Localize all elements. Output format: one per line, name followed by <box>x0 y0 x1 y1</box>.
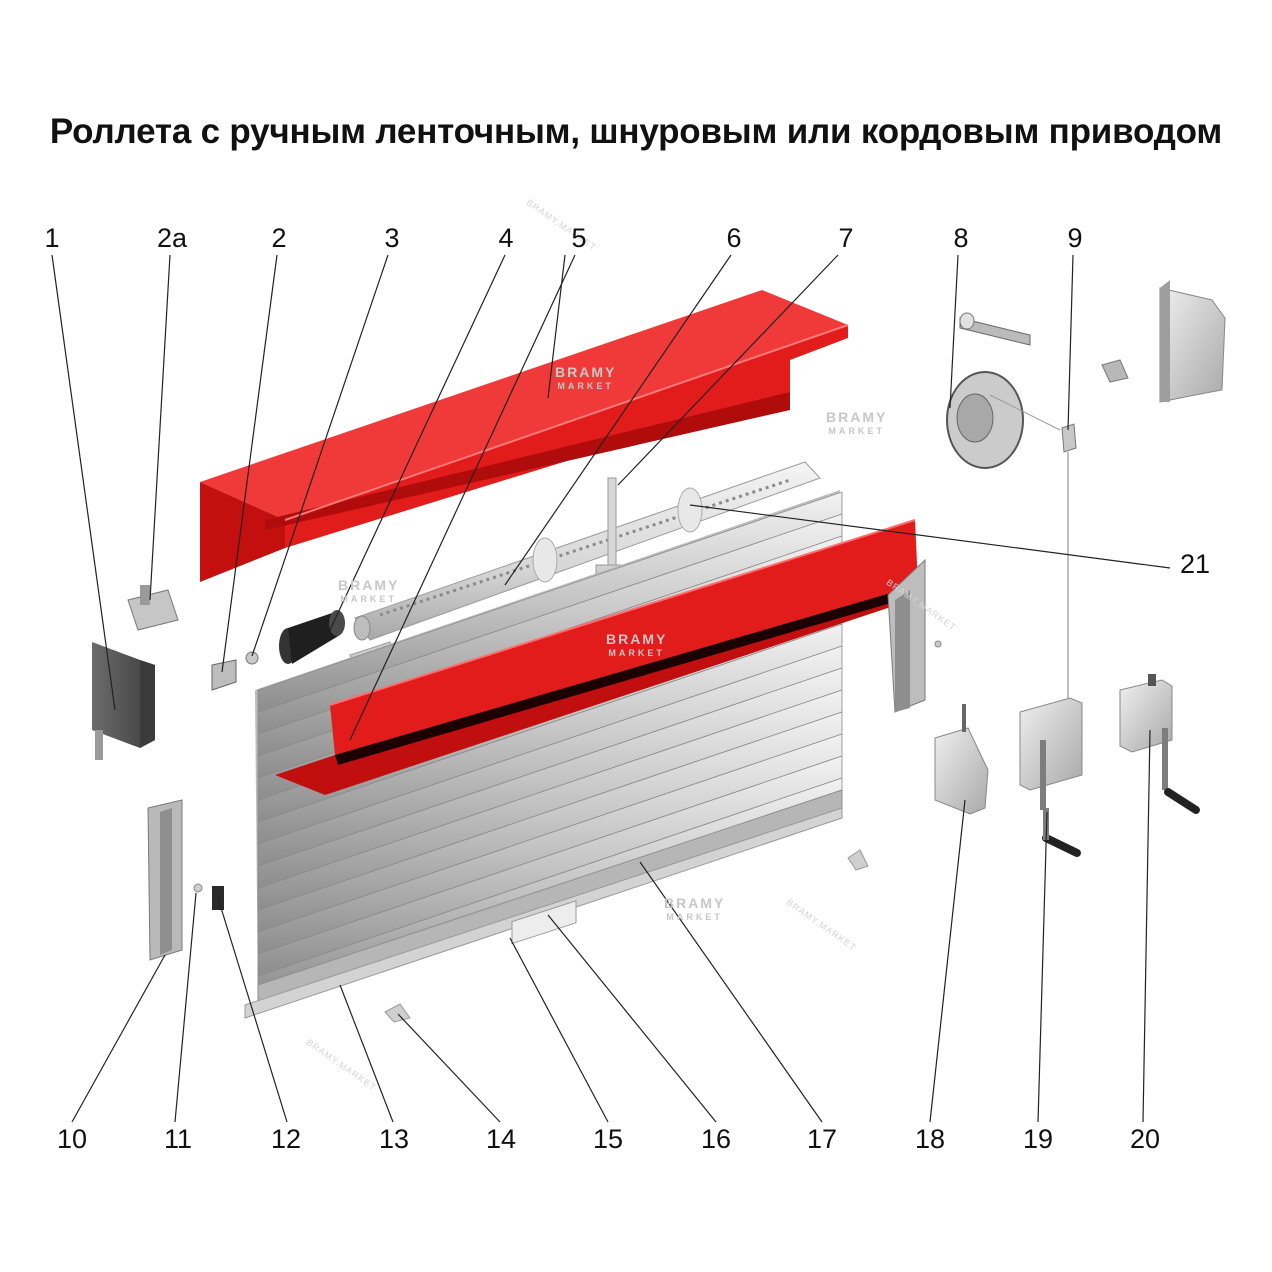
callout-number: 15 <box>592 1124 624 1154</box>
crank-gear-20 <box>1119 674 1200 814</box>
end-stop-14 <box>384 1003 411 1023</box>
gear-box-19 <box>1019 697 1083 857</box>
callout-number: 8 <box>953 223 969 253</box>
cord-pulley-8 <box>946 312 1061 469</box>
callout-number: 21 <box>1179 549 1211 579</box>
end-stop-right <box>847 849 869 871</box>
top-box-cover <box>200 290 849 582</box>
bracket-2a <box>127 585 179 631</box>
callout-number: 18 <box>914 1124 946 1154</box>
callout-number: 7 <box>838 223 854 253</box>
callout-number: 13 <box>378 1124 410 1154</box>
plug-4 <box>279 610 345 664</box>
front-box-cover <box>275 519 918 795</box>
clip-2 <box>211 659 237 691</box>
callout-number: 14 <box>485 1124 517 1154</box>
callout-number: 20 <box>1129 1124 1161 1154</box>
diagram-title: Роллета с ручным ленточным, шнуровым или… <box>49 112 1223 151</box>
callout-number: 5 <box>571 223 587 253</box>
callout-number: 11 <box>163 1124 193 1154</box>
side-plate-right <box>1101 280 1226 403</box>
left-side-cap <box>92 642 155 760</box>
callout-number: 10 <box>56 1124 88 1154</box>
cord-guide-9 <box>1061 423 1077 705</box>
callout-number: 6 <box>726 223 742 253</box>
bearing-3 <box>245 651 259 665</box>
screw-11 <box>193 883 203 893</box>
callout-number: 2a <box>156 223 188 253</box>
leader-lines <box>51 254 1171 1123</box>
callout-number: 9 <box>1067 223 1083 253</box>
belt-winder-18 <box>934 704 989 815</box>
callout-number: 1 <box>44 223 60 253</box>
left-guide-rail <box>147 799 183 961</box>
callout-number: 2 <box>271 223 287 253</box>
callout-number: 3 <box>384 223 400 253</box>
right-guide-rail <box>887 558 926 713</box>
callout-number: 4 <box>498 223 514 253</box>
callout-number: 12 <box>270 1124 302 1154</box>
callout-number: 19 <box>1022 1124 1054 1154</box>
callout-number: 16 <box>700 1124 732 1154</box>
callout-number: 17 <box>806 1124 838 1154</box>
